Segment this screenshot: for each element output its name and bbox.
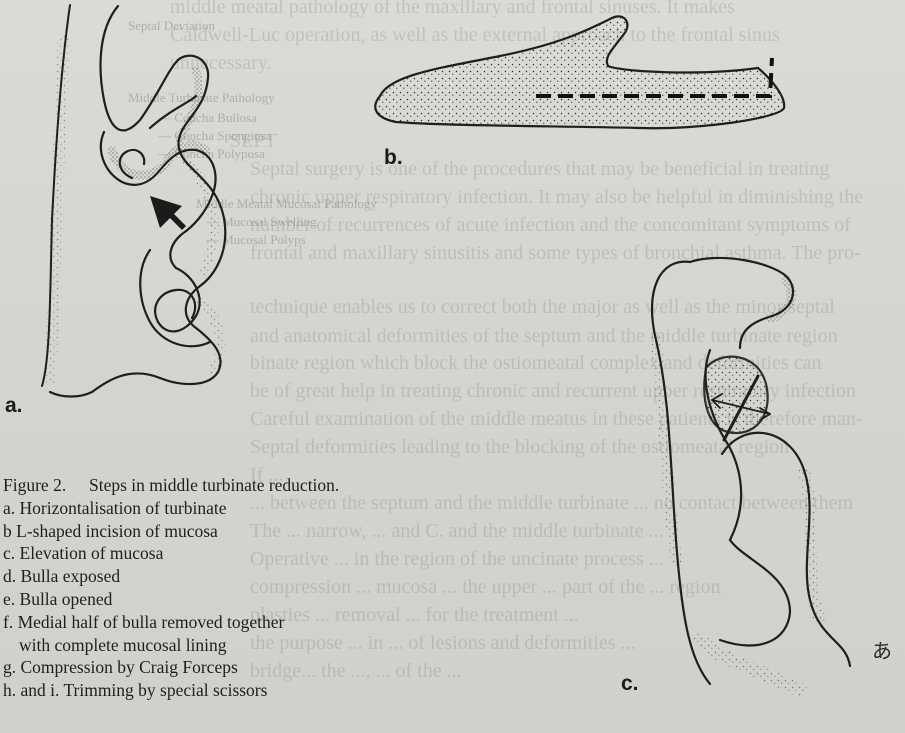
direction-arrow-icon [150, 196, 186, 230]
caption-item: b L-shaped incision of mucosa [3, 520, 603, 543]
caption-item-continuation: with complete mucosal lining [3, 634, 603, 657]
panel-label-a: a. [5, 394, 23, 418]
panel-c-drawing [652, 258, 850, 690]
caption-item: c. Elevation of mucosa [3, 542, 603, 565]
figure-caption: Figure 2. Steps in middle turbinate redu… [3, 474, 603, 702]
caption-item: e. Bulla opened [3, 588, 603, 611]
panel-label-c: c. [621, 672, 639, 696]
panel-a-drawing [42, 5, 225, 397]
panel-b-drawing [375, 16, 784, 128]
caption-item: g. Compression by Craig Forceps [3, 656, 603, 679]
caption-item: d. Bulla exposed [3, 565, 603, 588]
caption-item: a. Horizontalisation of turbinate [3, 497, 603, 520]
caption-item: f. Medial half of bulla removed together [3, 611, 603, 634]
figure-title: Steps in middle turbinate reduction. [89, 474, 339, 497]
artist-signature: あ [872, 635, 892, 664]
caption-item: h. and i. Trimming by special scissors [3, 679, 603, 702]
figure-number: Figure 2. [3, 474, 89, 497]
caption-title-row: Figure 2. Steps in middle turbinate redu… [3, 474, 603, 497]
panel-label-b: b. [384, 146, 403, 170]
